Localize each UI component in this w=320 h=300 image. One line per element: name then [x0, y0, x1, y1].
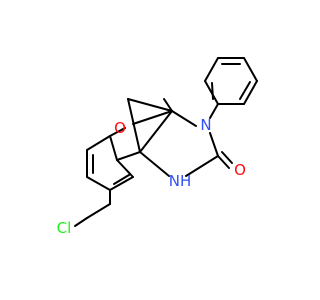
bond	[204, 57, 219, 82]
bond	[243, 80, 258, 105]
bond	[139, 151, 170, 177]
bond	[239, 81, 251, 100]
phenyl-ring	[204, 57, 258, 105]
bond	[74, 217, 88, 227]
bond	[139, 110, 173, 153]
bond	[217, 155, 230, 169]
bond	[109, 135, 118, 161]
bond	[86, 176, 111, 191]
bond	[221, 151, 233, 164]
bond	[209, 132, 219, 157]
bond	[109, 127, 126, 137]
bond	[127, 98, 173, 112]
bond	[116, 151, 141, 161]
benzo-ring	[86, 135, 134, 191]
bond	[163, 98, 173, 112]
atom-label-nitrogen-amide: NH	[169, 172, 192, 190]
atom-label-nitrogen-phenyl: N	[200, 116, 211, 134]
atom-label-chlorine: Cl	[57, 219, 72, 237]
bond	[127, 98, 141, 153]
bond	[211, 82, 214, 100]
bond	[132, 110, 173, 125]
structure-drawing: O N NH O Cl	[57, 57, 258, 237]
bond	[185, 155, 219, 177]
atom-label-oxygen-ring: O	[114, 119, 126, 137]
bond	[204, 80, 219, 105]
bond	[86, 203, 111, 219]
bond	[116, 159, 134, 178]
bond	[209, 103, 219, 119]
bond	[86, 135, 111, 151]
atom-label-oxygen-carbonyl: O	[234, 161, 246, 179]
bond	[171, 110, 197, 127]
bond	[109, 176, 134, 191]
molecule-canvas: O N NH O Cl	[56, 57, 258, 237]
bond	[113, 174, 130, 185]
bond	[243, 57, 258, 82]
